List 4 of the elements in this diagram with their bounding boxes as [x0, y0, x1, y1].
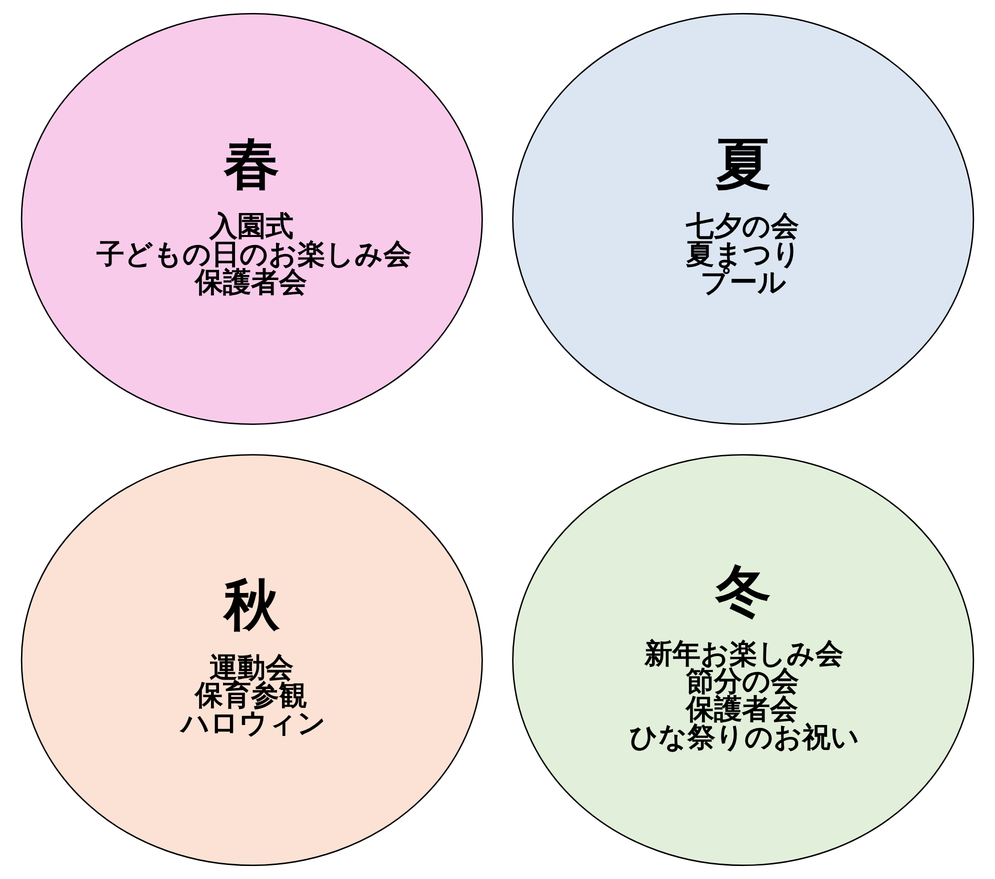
node-ellipse: 春 入園式 子どもの日のお楽しみ会 保護者会 [20, 12, 483, 425]
node-ellipse: 秋 運動会 保育参観 ハロウィン [20, 454, 483, 866]
node-ellipse: 冬 新年お楽しみ会 節分の会 保護者会 ひな祭りのお祝い [512, 454, 974, 866]
node-ellipse: 夏 七夕の会 夏まつり プール [512, 12, 974, 425]
